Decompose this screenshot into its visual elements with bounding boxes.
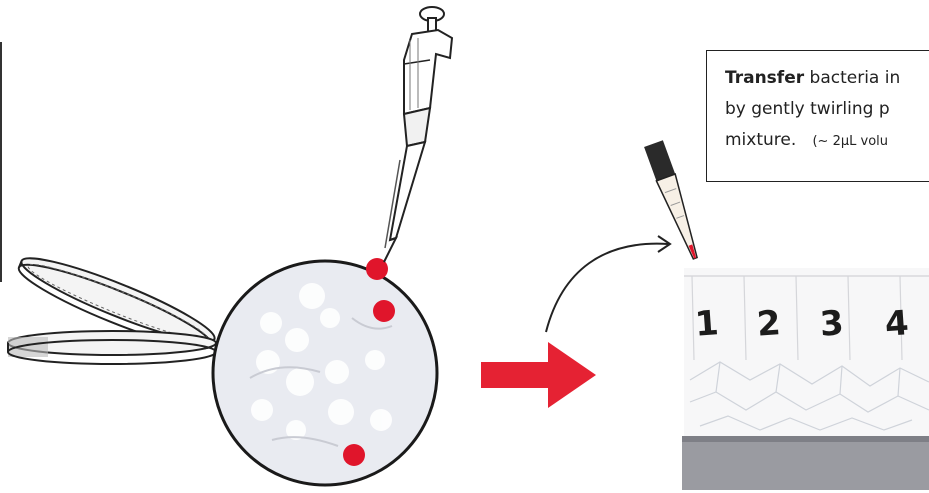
petri-dish-icon — [8, 246, 220, 364]
gel-band — [682, 436, 929, 490]
colony-marker — [343, 444, 365, 466]
colony-marker — [373, 300, 395, 322]
tube-label-2: 2 — [756, 303, 782, 345]
tube-label-4: 4 — [884, 303, 910, 345]
instruction-line-1-text: bacteria in — [810, 68, 901, 88]
instruction-title: Transfer — [725, 68, 804, 88]
tube-label-1: 1 — [694, 303, 720, 345]
instruction-line-3-text: mixture. — [725, 130, 796, 150]
instruction-line-3: mixture. (~ 2µL volu — [725, 125, 929, 157]
tube-strip — [684, 268, 929, 438]
instruction-box: Transfer bacteria in by gently twirling … — [706, 50, 929, 182]
instruction-line-1: Transfer bacteria in — [725, 63, 929, 94]
red-arrow-icon — [481, 342, 596, 408]
tube-label-3: 3 — [819, 303, 845, 345]
curved-arrow-icon — [546, 236, 670, 332]
agar-plate — [213, 261, 437, 485]
micropipette-icon — [384, 7, 452, 262]
volume-note: (~ 2µL volu — [812, 134, 888, 149]
instruction-line-2: by gently twirling p — [725, 94, 929, 125]
